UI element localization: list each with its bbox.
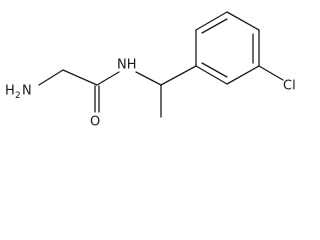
bond-ch2-carbonyl bbox=[62, 69, 98, 86]
amide-nh-label: NH bbox=[117, 58, 137, 73]
amine-n-label: N bbox=[22, 84, 32, 99]
ring-bond-5 bbox=[226, 65, 260, 85]
ring-double-3 bbox=[201, 62, 228, 78]
ring-bond-2 bbox=[195, 11, 228, 31]
amine-subscript: 2 bbox=[15, 91, 21, 101]
molecule-structure: H 2 N NH O Cl bbox=[5, 11, 296, 130]
bond-carbonyl-nh bbox=[96, 71, 120, 86]
amine-h-label: H bbox=[5, 84, 15, 99]
carbonyl-oxygen-label: O bbox=[90, 115, 100, 130]
ring-bond-6 bbox=[195, 65, 228, 85]
chlorine-label: Cl bbox=[283, 79, 296, 94]
bond-ch-ring bbox=[160, 65, 197, 86]
structure-canvas: H 2 N NH O Cl bbox=[5, 11, 296, 130]
bond-nh-ch bbox=[135, 71, 162, 86]
bond-amine-ch2 bbox=[38, 69, 64, 86]
bond-ring-chlorine bbox=[258, 65, 284, 81]
ring-double-1 bbox=[201, 18, 228, 34]
ring-bond-3 bbox=[226, 11, 260, 31]
